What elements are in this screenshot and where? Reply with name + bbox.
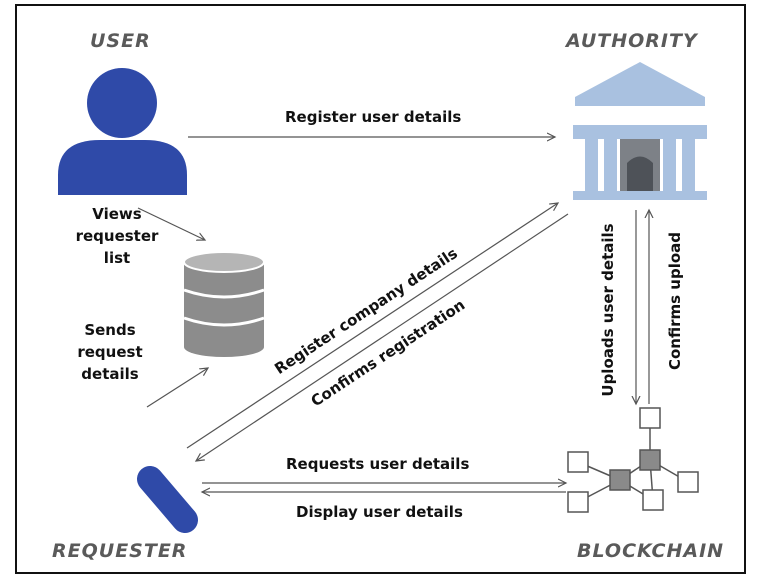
confirms-registration-arrow	[196, 213, 569, 461]
sends-request-arrow	[146, 368, 208, 408]
sends-request-label: Sends request details	[55, 319, 165, 385]
views-requester-arrow	[137, 207, 205, 240]
user-icon	[58, 68, 187, 195]
authority-title: AUTHORITY	[566, 30, 698, 52]
requests-user-label: Requests user details	[286, 455, 470, 473]
database-icon	[183, 251, 265, 357]
uploads-user-label: Uploads user details	[599, 223, 617, 397]
sends-request-line-1: Sends	[84, 321, 136, 339]
views-requester-line-1: Views	[92, 205, 142, 223]
blockchain-network-icon	[567, 407, 699, 513]
blockchain-title: BLOCKCHAIN	[577, 540, 725, 562]
user-title: USER	[90, 30, 151, 52]
requester-title: REQUESTER	[52, 540, 188, 562]
display-user-label: Display user details	[296, 503, 463, 521]
views-requester-label: Views requester list	[62, 203, 172, 269]
confirms-upload-label: Confirms upload	[666, 232, 684, 371]
views-requester-line-2: requester	[75, 227, 159, 245]
requester-icon	[137, 466, 198, 533]
authority-building-icon	[573, 62, 707, 200]
register-user-label: Register user details	[285, 108, 462, 126]
register-company-arrow	[186, 203, 558, 449]
sends-request-line-2: request	[77, 343, 143, 361]
sends-request-line-3: details	[81, 365, 139, 383]
views-requester-line-3: list	[103, 249, 131, 267]
